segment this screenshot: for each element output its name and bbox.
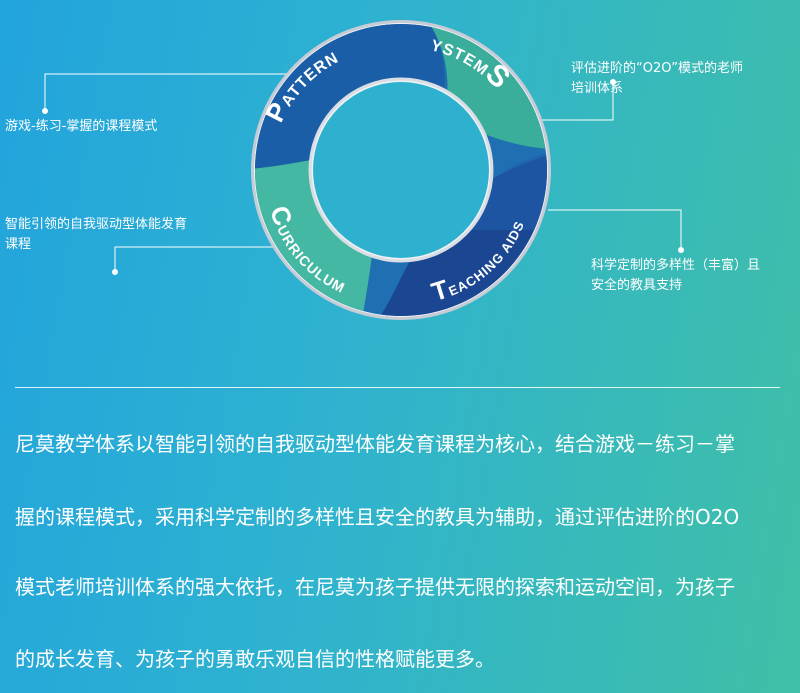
paragraph-line: 模式老师培训体系的强大依托，在尼莫为孩子提供无限的探索和运动空间，为孩子	[15, 575, 735, 599]
connector-curriculum	[114, 246, 274, 272]
annotation-line: 评估进阶的“O2O”模式的老师	[571, 61, 743, 76]
ring-center	[313, 82, 489, 258]
annotation-pattern: 游戏-练习-掌握的课程模式	[5, 117, 157, 137]
annotation-system: 评估进阶的“O2O”模式的老师 培训体系	[571, 59, 743, 99]
paragraph-line: 握的课程模式，采用科学定制的多样性且安全的教具为辅助，通过评估进阶的O2O	[15, 505, 740, 529]
connector-system	[532, 82, 614, 121]
connector-pattern	[44, 73, 286, 111]
annotation-line: 培训体系	[571, 81, 624, 96]
annotation-teaching-aids: 科学定制的多样性（丰富）且 安全的教具支持	[591, 256, 760, 296]
divider	[15, 387, 780, 388]
annotation-line: 课程	[5, 237, 32, 252]
paragraph-line: 的成长发育、为孩子的勇敢乐观自信的性格赋能更多。	[15, 647, 495, 671]
annotation-line: 安全的教具支持	[591, 278, 683, 293]
inner-rim	[308, 77, 494, 263]
annotation-curriculum: 智能引领的自我驱动型体能发育 课程	[5, 215, 187, 255]
paragraph-line: 尼莫教学体系以智能引领的自我驱动型体能发育课程为核心，结合游戏－练习－掌	[15, 432, 735, 456]
annotation-line: 科学定制的多样性（丰富）且	[591, 258, 761, 273]
connector-dots	[42, 79, 684, 275]
annotation-line: 智能引领的自我驱动型体能发育	[5, 217, 188, 232]
annotation-line: 游戏-练习-掌握的课程模式	[5, 119, 158, 134]
connector-teaching	[548, 209, 682, 250]
connector-lines	[44, 73, 682, 272]
